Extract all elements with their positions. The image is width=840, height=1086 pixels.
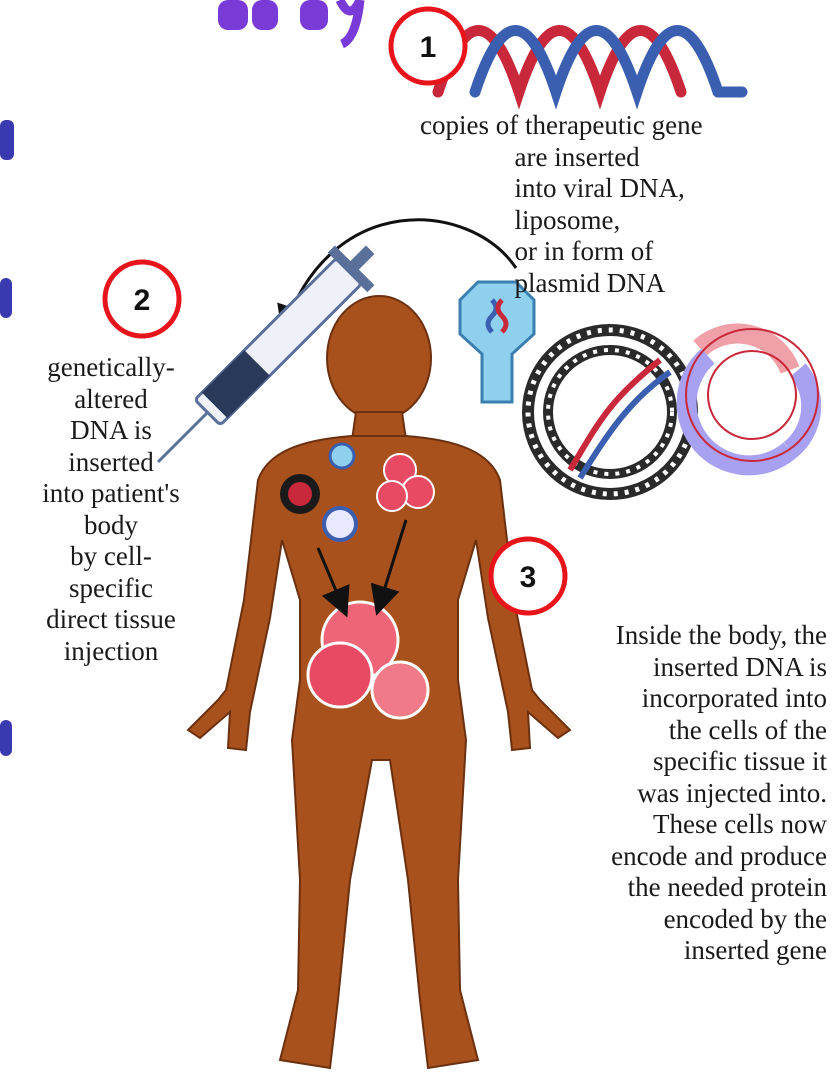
heading-fragment — [218, 0, 360, 44]
viral-vector-icon — [460, 282, 534, 402]
step-1-number: 1 — [420, 31, 437, 64]
step-2-caption: genetically- altered DNA is inserted int… — [0, 352, 222, 667]
step-3-marker: 3 — [491, 539, 565, 613]
plasmid-icon — [687, 334, 812, 466]
step-2-marker: 2 — [105, 262, 179, 336]
step-2-number: 2 — [134, 284, 151, 317]
step-1-caption: copies of therapeutic gene are inserted … — [420, 110, 825, 299]
dna-helix-icon — [438, 31, 742, 93]
plasmid-outline — [686, 329, 818, 461]
step-3-number: 3 — [520, 561, 537, 594]
step-1-marker: 1 — [391, 9, 465, 83]
liposome-icon — [528, 330, 692, 494]
step-3-caption: Inside the body, the inserted DNA is inc… — [505, 620, 827, 967]
